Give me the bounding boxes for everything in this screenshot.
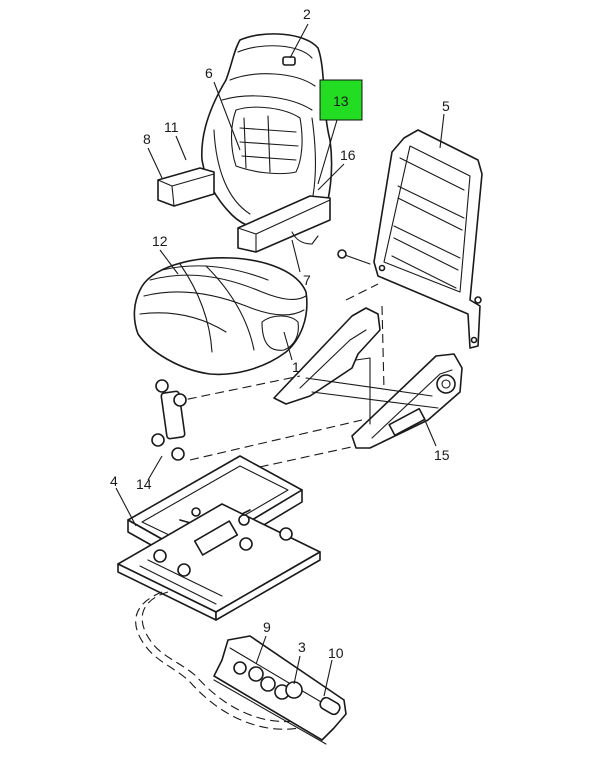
dashed-guide [245, 445, 357, 471]
callout-1: 1 [292, 359, 300, 375]
callout-11: 11 [164, 119, 179, 135]
callout-6: 6 [205, 65, 213, 81]
callout-3: 3 [298, 639, 306, 655]
callout-12: 12 [152, 233, 168, 249]
callout-14: 14 [136, 476, 152, 492]
dashed-guide [345, 283, 379, 301]
callout-7: 7 [303, 272, 311, 288]
air-hose [141, 591, 321, 723]
dashed-guide [189, 419, 363, 461]
control-panel [213, 635, 347, 745]
callout-4: 4 [110, 473, 118, 489]
seat-slide-frame [273, 307, 463, 449]
seat-back-frame [337, 129, 483, 349]
callout-8: 8 [143, 131, 151, 147]
callout-2: 2 [303, 6, 311, 22]
callout-16: 16 [340, 147, 356, 163]
shock-absorber [151, 379, 187, 461]
callout-15: 15 [434, 447, 450, 463]
armrest-right [237, 195, 331, 253]
dashed-guide [173, 375, 301, 403]
callout-10: 10 [328, 645, 344, 661]
callout-9: 9 [263, 619, 271, 635]
armrest-left [157, 167, 215, 207]
suspension-base [117, 455, 321, 621]
callout-5: 5 [442, 98, 450, 114]
air-hose [135, 591, 327, 730]
callout-13[interactable]: 13 [333, 93, 349, 109]
seat-cushion [133, 256, 308, 376]
dashed-guide [381, 305, 385, 391]
highlight-box-13[interactable] [319, 79, 363, 121]
leader-lines [115, 23, 445, 697]
